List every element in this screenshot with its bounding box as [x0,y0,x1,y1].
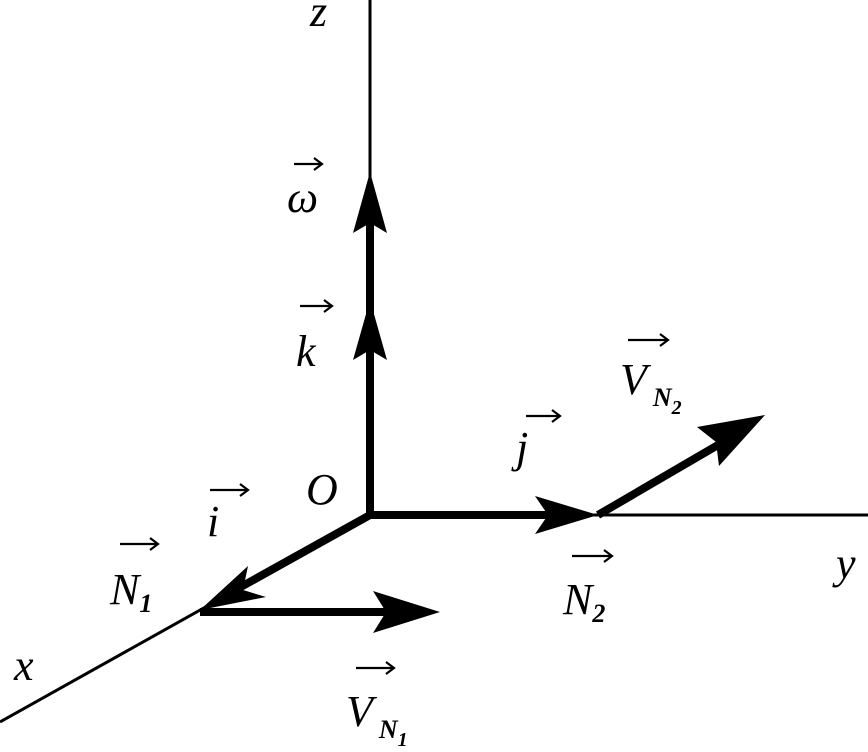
x-axis-label: x [13,641,34,690]
omega-label: ω [287,173,318,222]
i-arrowhead [200,566,266,610]
j-overarrow [526,409,562,423]
n2-main: N [562,575,595,624]
j-arrowhead [535,496,598,534]
j-label: j [511,423,528,472]
origin-label: O [306,465,338,514]
vn2-arrowhead [697,415,765,466]
vn1-arrowhead [373,591,440,633]
y-axis-label: y [832,539,856,588]
vn2-main: V [620,355,652,404]
i-vector-shaft [228,511,372,597]
z-axis-label: z [309,0,327,36]
n2-overarrow [572,549,614,563]
n1-label: N1 [109,565,152,618]
vn1-subscript: N [378,715,399,744]
vn2-vector-shaft [595,434,733,519]
n1-main: N [109,565,142,614]
omega-arrowhead [353,172,387,233]
omega-overarrow [294,157,324,171]
k-arrowhead [353,300,387,360]
i-label: i [207,497,219,546]
vn2-subscript: N [652,383,673,412]
vn1-main: V [346,687,378,736]
n2-subscript: 2 [591,599,605,628]
vn2-overarrow [628,333,670,347]
n1-overarrow [120,537,160,551]
k-overarrow [300,299,334,313]
vn1-overarrow [356,661,396,675]
n1-subscript: 1 [139,589,152,618]
vn1-subsubscript: 1 [398,729,408,751]
k-label: k [296,327,317,376]
i-overarrow [210,483,250,497]
vn2-subsubscript: 2 [671,397,682,419]
n2-label: N2 [562,575,605,628]
